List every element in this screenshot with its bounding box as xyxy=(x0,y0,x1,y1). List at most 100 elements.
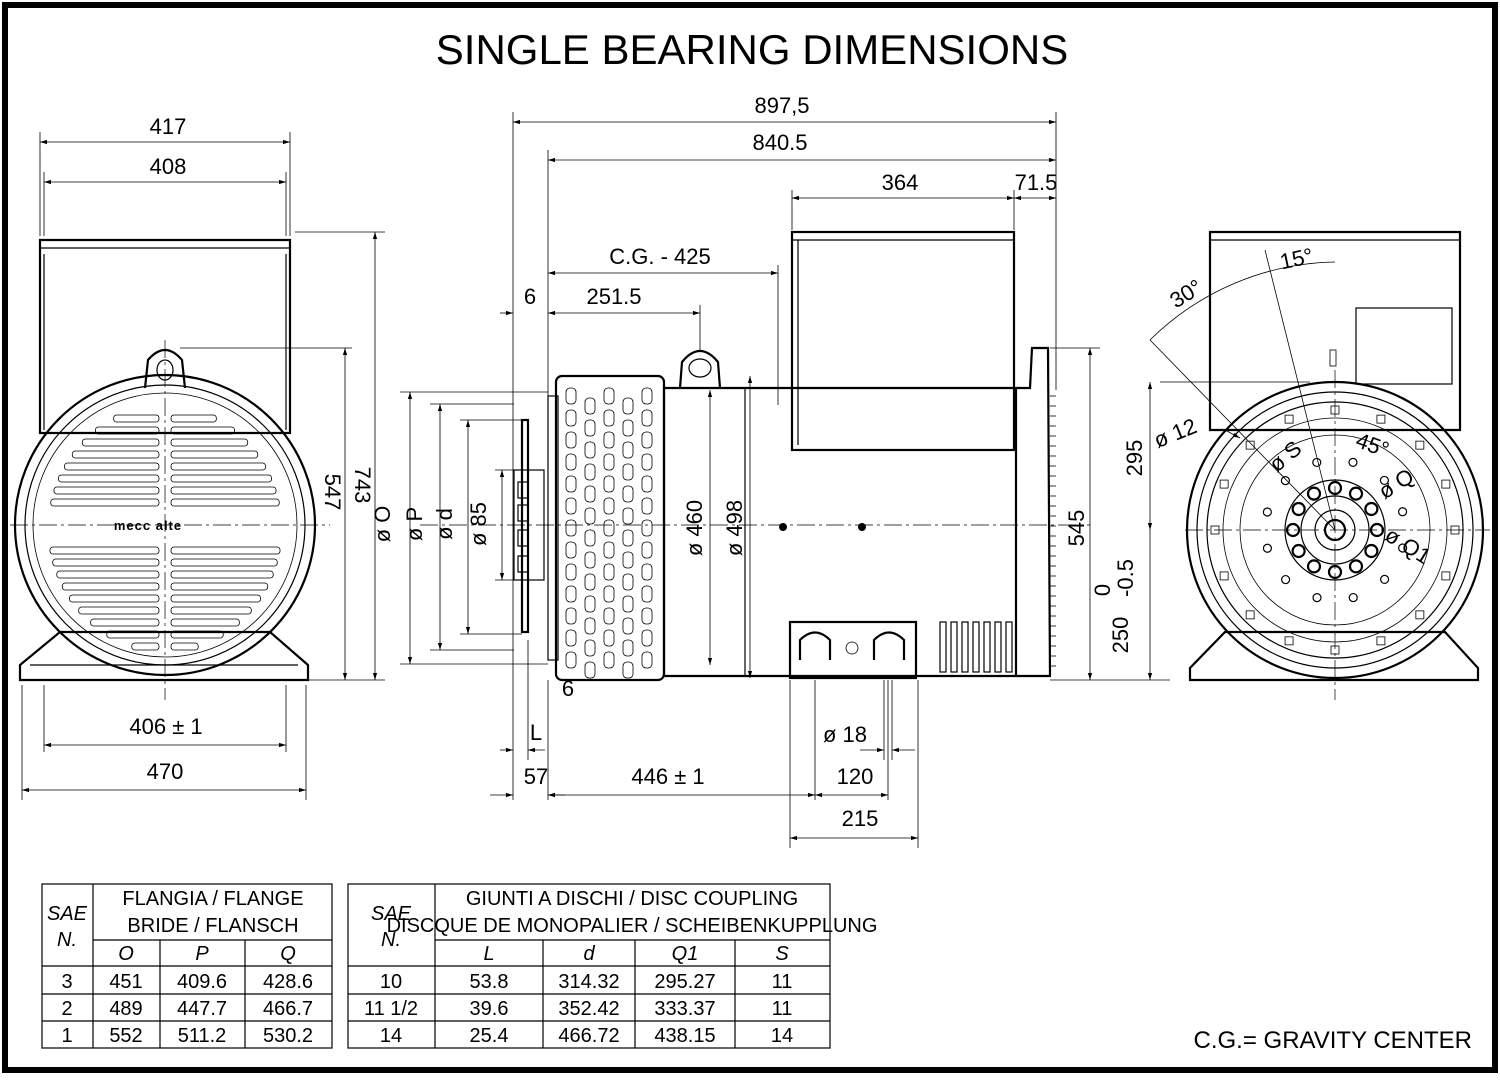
gravity-center-note: C.G.= GRAVITY CENTER xyxy=(1194,1027,1473,1054)
coupling-col-S: S xyxy=(775,943,789,965)
dim-250-tol-low: -0.5 xyxy=(1113,559,1138,597)
side-stator-body xyxy=(662,386,1018,678)
side-terminal-box xyxy=(790,230,1016,452)
coupling-cell: 314.32 xyxy=(558,971,619,993)
flange-header-1: FLANGIA / FLANGE xyxy=(122,888,303,910)
dim-417: 417 xyxy=(150,114,187,139)
dim-545: 545 xyxy=(1064,510,1089,547)
dim-406: 406 ± 1 xyxy=(129,714,202,739)
dim-547: 547 xyxy=(320,474,345,511)
rear-inspection-cover xyxy=(1355,307,1453,385)
rear-terminal-box xyxy=(1208,230,1462,432)
flange-cell: 447.7 xyxy=(177,998,227,1020)
coupling-cell: 295.27 xyxy=(654,971,715,993)
dim-295: 295 xyxy=(1122,440,1147,477)
dim-d: ø d xyxy=(432,508,457,540)
side-view xyxy=(420,230,1090,682)
coupling-cell: 466.72 xyxy=(558,1025,619,1047)
dim-P: ø P xyxy=(402,507,427,541)
dim-L: L xyxy=(530,720,542,745)
flange-cell: 530.2 xyxy=(263,1025,313,1047)
dim-30deg: 30° xyxy=(1165,274,1206,313)
dim-250-tol-high: 0 xyxy=(1090,584,1115,596)
coupling-header-2: DISCQUE DE MONOPALIER / SCHEIBENKUPPLUNG xyxy=(387,915,878,937)
coupling-header-1: GIUNTI A DISCHI / DISC COUPLING xyxy=(466,888,798,910)
dim-215: 215 xyxy=(842,806,879,831)
dim-250: 250 xyxy=(1108,617,1133,654)
coupling-col-L: L xyxy=(483,943,494,965)
flange-col-Q: Q xyxy=(280,943,296,965)
dim-71: 71.5 xyxy=(1015,170,1058,195)
coupling-cell: 352.42 xyxy=(558,998,619,1020)
dim-Q1: ø Q1 xyxy=(1381,522,1436,569)
flange-sae-label: SAE xyxy=(47,903,88,925)
flange-cell: 489 xyxy=(109,998,142,1020)
flange-cell: 451 xyxy=(109,971,142,993)
coupling-cell: 11 xyxy=(772,998,793,1020)
flange-n-label: N. xyxy=(57,929,77,951)
dim-120: 120 xyxy=(837,764,874,789)
coupling-cell: 25.4 xyxy=(470,1025,509,1047)
side-fan-vents xyxy=(565,387,653,679)
coupling-row-sae: 10 xyxy=(380,971,402,993)
coupling-col-Q1: Q1 xyxy=(672,943,699,965)
flange-cell: 466.7 xyxy=(263,998,313,1020)
side-rear-shield xyxy=(1016,346,1052,678)
dim-446: 446 ± 1 xyxy=(631,764,704,789)
flange-row-sae: 3 xyxy=(61,971,72,993)
dim-840: 840.5 xyxy=(752,130,807,155)
dim-460: ø 460 xyxy=(682,500,707,556)
dim-45deg: 45° xyxy=(1353,428,1393,463)
dim-6-top: 6 xyxy=(524,284,536,309)
flange-cell: 428.6 xyxy=(263,971,313,993)
dim-364: 364 xyxy=(882,170,919,195)
flange-row-sae: 1 xyxy=(61,1025,72,1047)
coupling-cell: 53.8 xyxy=(470,971,509,993)
coupling-cell: 333.37 xyxy=(654,998,715,1020)
dim-470: 470 xyxy=(147,759,184,784)
side-fan-housing xyxy=(554,374,666,682)
flange-col-O: O xyxy=(118,943,134,965)
dim-15deg: 15° xyxy=(1278,243,1316,274)
flange-cell: 409.6 xyxy=(177,971,227,993)
coupling-sae-label: SAE xyxy=(371,903,412,925)
flange-cell: 552 xyxy=(109,1025,142,1047)
dim-6-bottom: 6 xyxy=(562,676,574,701)
coupling-cell: 14 xyxy=(771,1025,793,1047)
flange-table: SAE N. FLANGIA / FLANGE BRIDE / FLANSCH … xyxy=(41,883,333,1049)
side-rear-fins xyxy=(1050,395,1056,667)
dim-251: 251.5 xyxy=(586,284,641,309)
dim-897: 897,5 xyxy=(754,93,809,118)
dim-408: 408 xyxy=(150,154,187,179)
side-dimensions: 897,5 840.5 364 71.5 C.G. - 425 6 251.5 … xyxy=(370,93,1100,848)
brand-logo: mecc alte xyxy=(114,518,182,533)
flange-col-P: P xyxy=(195,943,209,965)
dim-57: 57 xyxy=(524,764,548,789)
coupling-col-d: d xyxy=(583,943,595,965)
coupling-row-sae: 14 xyxy=(380,1025,402,1047)
side-foot xyxy=(788,620,918,680)
front-grille xyxy=(49,414,281,651)
dim-18: ø 18 xyxy=(823,722,867,747)
coupling-cell: 438.15 xyxy=(654,1025,715,1047)
dim-Q: ø Q xyxy=(1374,463,1418,504)
dim-O: ø O xyxy=(370,506,395,543)
drawing-title: SINGLE BEARING DIMENSIONS xyxy=(436,26,1068,73)
front-dimensions: 417 408 406 ± 1 470 547 743 xyxy=(21,114,385,800)
coupling-cell: 39.6 xyxy=(470,998,509,1020)
flange-cell: 511.2 xyxy=(178,1025,227,1047)
dim-743: 743 xyxy=(350,467,375,504)
dim-498: ø 498 xyxy=(722,500,747,556)
coupling-table: SAE N. GIUNTI A DISCHI / DISC COUPLING D… xyxy=(347,883,878,1049)
side-lifting-eye xyxy=(678,349,722,389)
flange-row-sae: 2 xyxy=(61,998,72,1020)
front-view: mecc alte xyxy=(10,238,330,700)
flange-header-2: BRIDE / FLANSCH xyxy=(127,915,298,937)
front-feet xyxy=(18,630,310,682)
rear-feet xyxy=(1188,630,1480,682)
side-coupling-disc xyxy=(520,418,530,634)
coupling-n-label: N. xyxy=(381,929,401,951)
